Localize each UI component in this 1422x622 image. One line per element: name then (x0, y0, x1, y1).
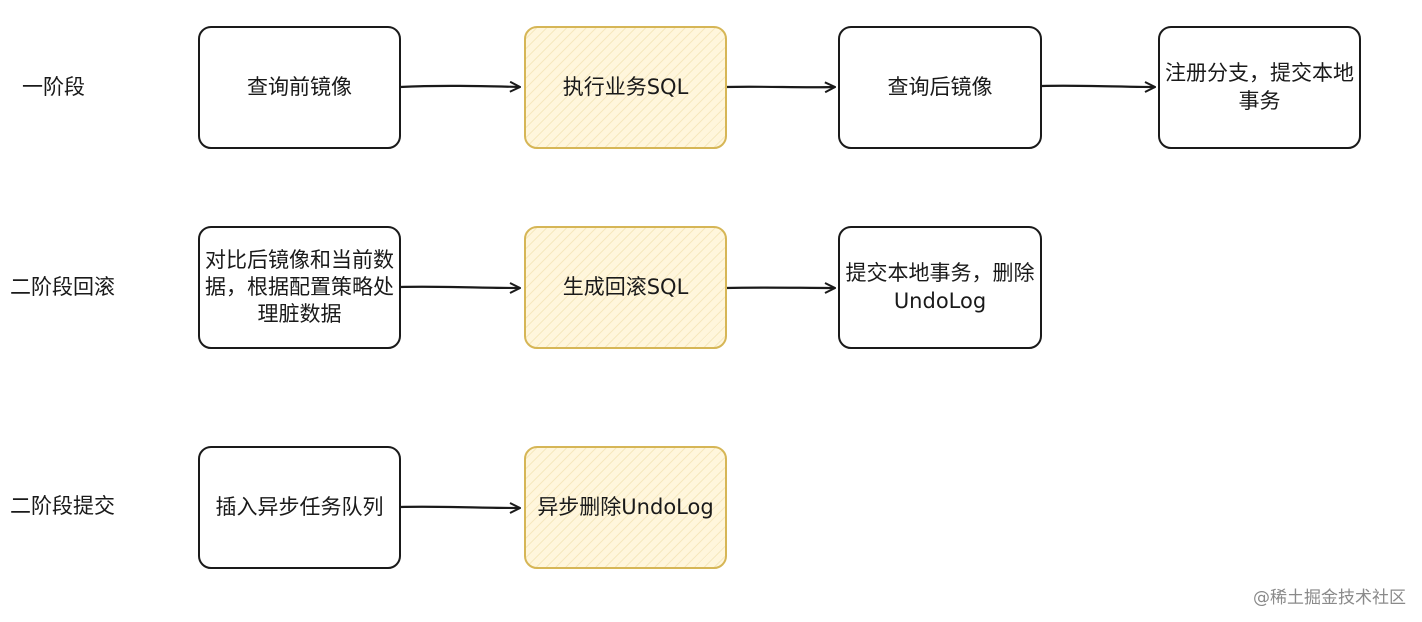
arrow-r1-3 (1041, 86, 1155, 87)
arrow-r1-1 (399, 86, 520, 87)
box-label: 插入异步任务队列 (215, 494, 384, 519)
row-label-phase-one: 一阶段 (22, 75, 85, 99)
watermark: @稀土掘金技术社区 (1253, 588, 1406, 608)
arrow-r2-1 (399, 287, 520, 288)
box-label: 异步删除UndoLog (537, 494, 714, 519)
row-label-phase-two-rollback: 二阶段回滚 (10, 275, 115, 299)
box-commit-delete-undolog: 提交本地事务，删除UndoLog (838, 226, 1042, 349)
box-label: 注册分支，提交本地事务 (1165, 61, 1354, 113)
arrow-r3-1 (399, 507, 520, 508)
box-execute-business-sql: 执行业务SQL (524, 26, 727, 149)
box-label: 提交本地事务，删除UndoLog (845, 261, 1035, 313)
box-label: 执行业务SQL (562, 74, 689, 99)
row-label-phase-two-commit: 二阶段提交 (10, 494, 115, 518)
box-generate-rollback-sql: 生成回滚SQL (524, 226, 727, 349)
box-label: 对比后镜像和当前数据，根据配置策略处理脏数据 (205, 247, 394, 327)
box-query-after-image: 查询后镜像 (838, 26, 1042, 149)
box-label: 生成回滚SQL (562, 274, 689, 299)
box-compare-after-image: 对比后镜像和当前数据，根据配置策略处理脏数据 (198, 226, 401, 349)
box-register-branch-commit: 注册分支，提交本地事务 (1158, 26, 1361, 149)
box-label: 查询后镜像 (887, 74, 993, 99)
box-async-delete-undolog: 异步删除UndoLog (524, 446, 727, 569)
arrow-r1-2 (724, 87, 835, 88)
box-label: 查询前镜像 (247, 74, 352, 99)
box-insert-async-queue: 插入异步任务队列 (198, 446, 401, 569)
box-query-before-image: 查询前镜像 (198, 26, 401, 149)
